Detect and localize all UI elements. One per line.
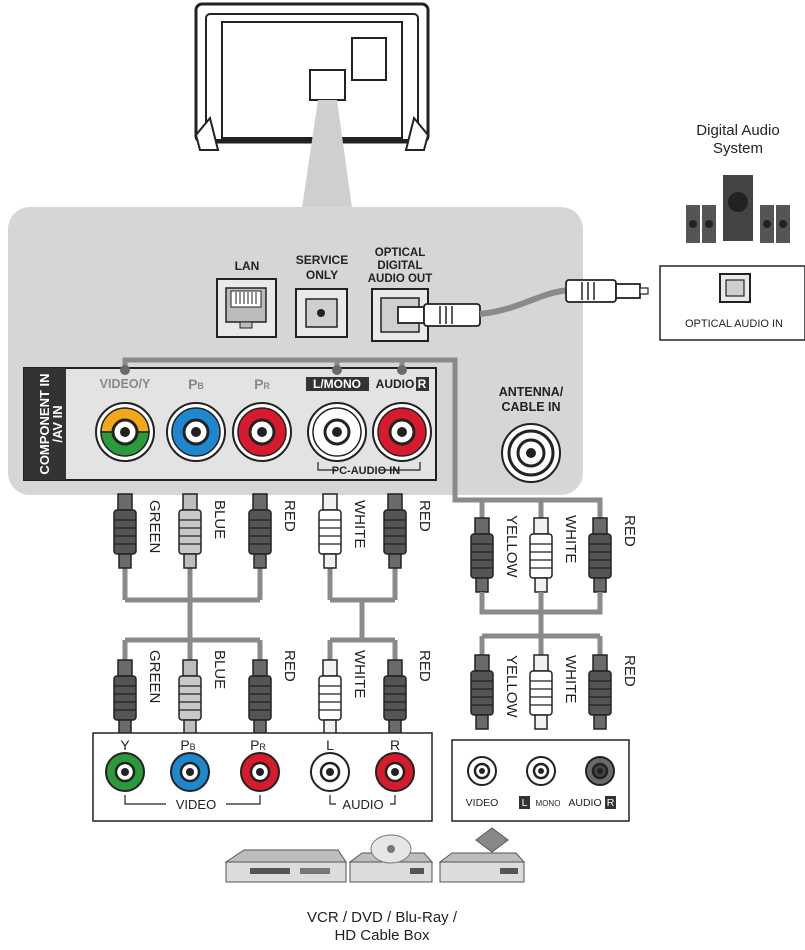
svg-text:PB: PB xyxy=(180,737,195,753)
lower-label-white-av: WHITE xyxy=(562,655,579,703)
pb-sub: B xyxy=(197,381,204,391)
tv-video-y-jack[interactable] xyxy=(95,402,155,462)
antenna-label-1: ANTENNA/ xyxy=(499,385,564,399)
audio-r-box: R xyxy=(418,377,427,391)
audio-group-label: AUDIO xyxy=(342,797,383,812)
upper-label-blue: BLUE xyxy=(211,500,228,539)
component-in-label: COMPONENT IN xyxy=(37,373,52,474)
pr-sub: R xyxy=(263,381,270,391)
lower-label-red-component: RED xyxy=(281,650,298,682)
tv-rear-illustration xyxy=(194,2,430,151)
upper-component-cables xyxy=(113,493,272,665)
av-audio-label: AUDIO xyxy=(568,797,601,809)
lower-label-green: GREEN xyxy=(146,650,163,703)
upper-label-red-audio: RED xyxy=(416,500,433,532)
optical-audio-in-label: OPTICAL AUDIO IN xyxy=(685,318,783,330)
optical-label-1: OPTICAL xyxy=(375,247,425,259)
vcr-device-icon xyxy=(224,849,347,883)
l-mono-label: L/MONO xyxy=(313,377,361,391)
device-audio-r-jack[interactable] xyxy=(375,752,415,792)
device-jack-sub-pr: R xyxy=(259,742,266,752)
antenna-label-2: CABLE IN xyxy=(501,400,560,414)
pc-audio-in-label: PC-AUDIO IN xyxy=(332,465,401,477)
lower-av-cables xyxy=(470,654,612,730)
upper-av-cables xyxy=(470,512,612,658)
lan-label: LAN xyxy=(235,259,260,273)
pb-label: P xyxy=(188,376,197,392)
video-group-label: VIDEO xyxy=(176,797,216,812)
service-only-label-2: ONLY xyxy=(306,268,338,282)
source-devices-caption-2: HD Cable Box xyxy=(334,927,430,944)
service-only-label-1: SERVICE xyxy=(296,253,348,267)
device-pr-jack[interactable] xyxy=(240,752,280,792)
lower-label-blue: BLUE xyxy=(211,650,228,689)
optical-label-3: AUDIO OUT xyxy=(368,273,433,285)
tv-pb-jack[interactable] xyxy=(166,402,226,462)
svg-text:PR: PR xyxy=(250,737,266,753)
device-jack-label-pr: P xyxy=(250,737,259,753)
optical-cable xyxy=(397,279,649,327)
tv-pr-jack[interactable] xyxy=(232,402,292,462)
optical-in-port[interactable] xyxy=(719,273,751,303)
upper-label-yellow: YELLOW xyxy=(503,515,520,578)
lower-label-white: WHITE xyxy=(351,650,368,698)
device-y-jack[interactable] xyxy=(105,752,145,792)
device-jack-label-r: R xyxy=(390,737,400,753)
lower-label-yellow: YELLOW xyxy=(503,655,520,718)
av-video-jack[interactable] xyxy=(467,756,497,786)
video-y-label: VIDEO/Y xyxy=(100,377,151,391)
device-audio-l-jack[interactable] xyxy=(310,752,350,792)
upper-label-red-av: RED xyxy=(621,515,638,547)
pr-label: P xyxy=(254,376,263,392)
digital-audio-title-2: System xyxy=(713,140,763,157)
svg-text:PB: PB xyxy=(188,376,204,392)
antenna-cable-in-port[interactable] xyxy=(501,423,561,483)
av-audio-r-jack[interactable] xyxy=(585,756,615,786)
speaker-system-icon xyxy=(686,175,790,243)
av-audio-l-jack[interactable] xyxy=(526,756,556,786)
source-devices-caption-1: VCR / DVD / Blu-Ray / xyxy=(307,909,458,926)
optical-label-2: DIGITAL xyxy=(377,260,422,272)
lan-port[interactable] xyxy=(216,278,277,338)
upper-label-green: GREEN xyxy=(146,500,163,553)
hd-cable-box-icon xyxy=(438,827,526,883)
upper-label-white: WHITE xyxy=(351,500,368,548)
svg-text:PR: PR xyxy=(254,376,270,392)
upper-label-red-component: RED xyxy=(281,500,298,532)
device-jack-label-y: Y xyxy=(120,737,130,753)
av-r-box: R xyxy=(607,797,615,809)
optical-audio-in-box: OPTICAL AUDIO IN xyxy=(659,265,805,341)
lower-label-red-av: RED xyxy=(621,655,638,687)
upper-label-white-av: WHITE xyxy=(562,515,579,563)
av-bracket-line xyxy=(120,357,603,512)
tv-l-mono-jack[interactable] xyxy=(307,402,367,462)
digital-audio-title-1: Digital Audio xyxy=(696,122,779,139)
zoom-callout xyxy=(302,100,352,208)
tv-audio-r-jack[interactable] xyxy=(372,402,432,462)
component-av-side-tab xyxy=(24,368,66,480)
service-only-port[interactable] xyxy=(295,288,348,338)
lower-component-cables xyxy=(113,659,272,735)
lower-label-red-audio: RED xyxy=(416,650,433,682)
audio-r-label: AUDIO xyxy=(376,377,415,391)
device-jack-label-l: L xyxy=(326,737,334,753)
av-in-label: /AV IN xyxy=(50,405,65,442)
av-mono-label: MONO xyxy=(536,799,561,808)
device-jack-label-pb: P xyxy=(180,737,189,753)
device-pb-jack[interactable] xyxy=(170,752,210,792)
av-l-box: L xyxy=(522,797,528,809)
device-jack-sub-pb: B xyxy=(190,742,196,752)
av-video-label: VIDEO xyxy=(466,797,499,809)
dvd-device-icon xyxy=(348,834,434,883)
